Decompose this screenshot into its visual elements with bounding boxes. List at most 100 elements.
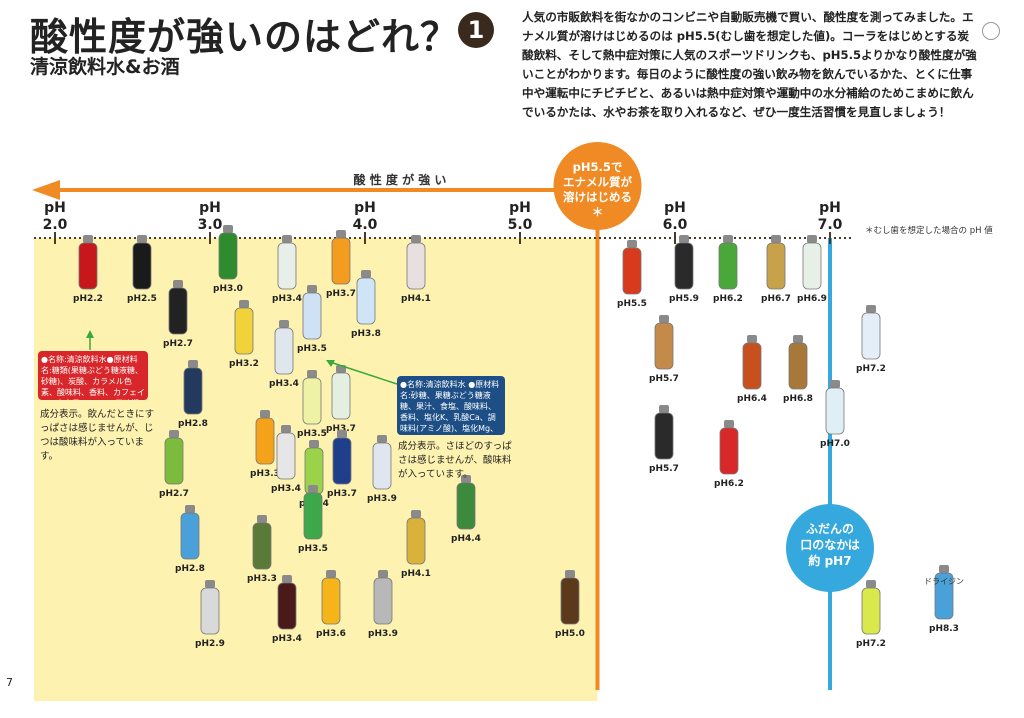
bottle-cap [565,570,575,578]
data-label: pH3.5 [297,429,327,439]
bottle-cap [411,235,421,243]
bottle-cap [377,435,387,443]
bottle-mark [825,387,845,435]
data-label: pH3.9 [368,629,398,639]
data-label: pH2.5 [127,294,157,304]
bottle-mark [719,427,739,475]
bottle-cap [83,235,93,243]
x-tick-label: 4.0 [353,217,378,233]
threshold-badge-5-5-text: エナメル質が [563,175,632,189]
bottle-mark [331,237,351,285]
x-tick-label: 5.0 [508,217,533,233]
bottle-cap [257,515,267,523]
data-label: pH3.5 [298,544,328,554]
data-label: pH3.7 [326,424,356,434]
bottle-mark [303,492,323,540]
left-callout-text: 成分表示。飲んだときにすっぱさは感じませんが、じつは酸味料が入っています。 [40,409,155,462]
bottle-cap [659,405,669,413]
intro-paragraph: 人気の市販飲料を街なかのコンビニや自動販売機で買い、酸性度を測ってみました。エナ… [522,10,977,119]
left-ingredient-label: ●名称:清涼飲料水●原材料名:糖類(果糖ぶどう糖液糖、砂糖)、炭酸、カラメル色素… [38,351,148,400]
page-number: 7 [6,676,13,689]
bottle-mark [406,517,426,565]
data-label: pH2.2 [73,294,103,304]
data-label: pH3.2 [229,359,259,369]
x-tick-prefix: pH [354,200,376,216]
bottle-cap [137,235,147,243]
data-label: pH2.8 [175,564,205,574]
bottle-cap [793,335,803,343]
page-title: 酸性度が強いのはどれ？ [30,15,460,59]
page-subtitle: 清涼飲料水&お酒 [30,56,180,78]
data-label: pH3.7 [326,289,356,299]
data-label: pH3.0 [213,284,243,294]
bottle-cap [337,430,347,438]
x-tick-prefix: pH [819,200,841,216]
bottle-cap [260,410,270,418]
bottle-mark [861,312,881,360]
acidity-arrow-label: 酸 性 度 が 強 い [354,172,447,187]
bottle-cap [679,235,689,243]
data-label: pH5.7 [649,464,679,474]
data-label: pH3.4 [271,484,301,494]
data-label: pH8.3 [929,624,959,634]
data-label: pH6.8 [783,394,813,404]
bottle-cap [309,440,319,448]
bottle-mark [332,437,352,485]
bottle-cap [361,270,371,278]
x-tick-prefix: pH [664,200,686,216]
bottle-cap [747,335,757,343]
x-tick-label: 7.0 [818,217,843,233]
data-label: pH2.7 [163,339,193,349]
threshold-badge-7-0-text: ふだんの [806,522,854,536]
bottle-cap [185,505,195,513]
data-label: pH3.8 [351,329,381,339]
bottle-cap [326,570,336,578]
data-label: pH4.1 [401,294,431,304]
bottle-cap [723,235,733,243]
bottle-cap [461,475,471,483]
bottle-mark [766,242,786,290]
threshold-badge-5-5 [553,142,642,230]
data-label: pH5.7 [649,374,679,384]
data-label: pH2.8 [178,419,208,429]
data-label: pH3.4 [269,379,299,389]
bottle-cap [281,425,291,433]
threshold-badge-7-0-text: 約 pH7 [808,553,851,568]
x-tick-prefix: pH [509,200,531,216]
bottle-mark [183,367,203,415]
bottle-mark [356,277,376,325]
bottle-cap [866,580,876,588]
data-label: pH2.7 [159,489,189,499]
bottle-mark [654,412,674,460]
right-callout-leader [329,361,401,386]
bottle-mark [934,572,954,620]
data-label: pH5.0 [555,629,585,639]
x-tick-label: 2.0 [43,217,68,233]
binder-hole-icon [982,22,1000,40]
data-label: pH4.4 [451,534,481,544]
bottle-mark [788,342,808,390]
bottle-mark [277,582,297,630]
bottle-mark [861,587,881,635]
data-label: pH3.5 [297,344,327,354]
bottle-cap [807,235,817,243]
data-label: pH3.6 [316,629,346,639]
bottle-mark [164,437,184,485]
bottle-mark [622,247,642,295]
bottle-mark [277,242,297,290]
bottle-cap [205,580,215,588]
axis-note: ＊むし歯を想定した場合の pH 値 [865,225,993,236]
bottle-cap [378,570,388,578]
threshold-badge-5-5-text: 溶けはじめる [563,190,632,204]
data-label: pH7.2 [856,639,886,649]
data-label: pH3.7 [327,489,357,499]
bottle-mark [321,577,341,625]
bottle-cap [659,315,669,323]
bottle-cap [282,235,292,243]
chapter-badge: 1 [458,12,494,48]
bottle-cap [336,230,346,238]
bottle-mark [718,242,738,290]
data-label: pH7.2 [856,364,886,374]
data-label: pH3.3 [247,574,277,584]
